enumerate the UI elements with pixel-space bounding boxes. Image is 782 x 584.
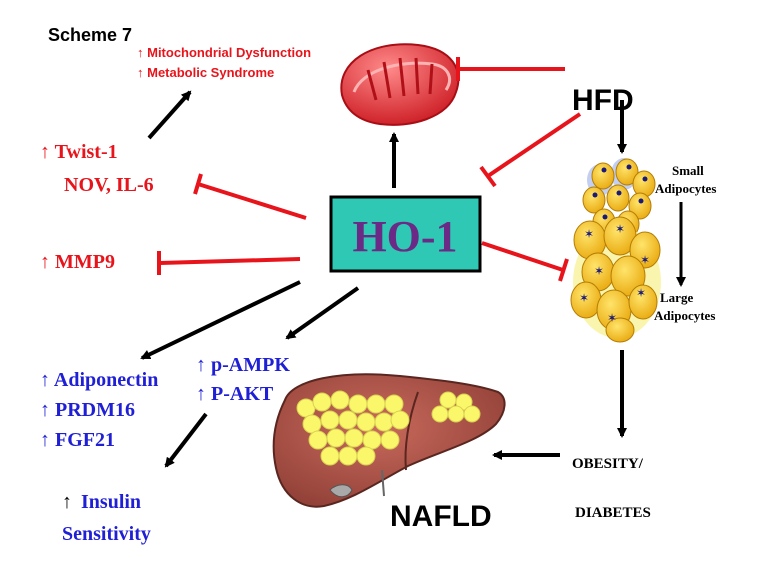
nov-il6-label: NOV, IL-6: [64, 174, 154, 196]
twist1-label: ↑ Twist-1: [40, 141, 118, 163]
ho1-mmp9-inhibit-line: [159, 257, 301, 265]
svg-text:✶: ✶: [640, 253, 650, 267]
svg-text:✶: ✶: [584, 227, 594, 241]
ho1-adipocyte-inhibit-line: [481, 241, 564, 272]
ho1-inhibit-bar: [479, 165, 497, 188]
hfd-label: HFD: [572, 84, 634, 117]
svg-text:✶: ✶: [594, 264, 604, 278]
scheme-title: Scheme 7: [48, 25, 132, 45]
metabolic-syndrome-label: ↑ Metabolic Syndrome: [137, 65, 274, 80]
obesity-label: OBESITY/: [572, 456, 644, 472]
small-label: Small: [672, 163, 704, 178]
adipocyte-inhibit-bar: [558, 258, 569, 282]
mmp9-label: ↑ MMP9: [40, 251, 115, 273]
fgf21-label: ↑ FGF21: [40, 429, 115, 451]
pakt-label: ↑ P-AKT: [196, 383, 274, 405]
large-label: Large: [660, 290, 693, 305]
large-adipocytes-label: Adipocytes: [654, 308, 715, 323]
nov-inhibit-bar: [193, 173, 203, 195]
insulin-arrow-label: ↑: [62, 491, 72, 513]
small-adipocytes-label: Adipocytes: [655, 181, 716, 196]
svg-text:✶: ✶: [615, 222, 625, 236]
twist-to-dysfunction-arrow: [147, 90, 192, 140]
svg-text:✶: ✶: [579, 291, 589, 305]
mitochondrial-dysfunction-label: ↑ Mitochondrial Dysfunction: [137, 45, 311, 60]
ho1-box: [329, 195, 482, 273]
nafld-label: NAFLD: [390, 500, 492, 533]
large-adipocytes-cluster: ✶ ✶ ✶ ✶ ✶ ✶ ✶: [570, 216, 661, 343]
adiponectin-label: ↑ Adiponectin: [40, 369, 158, 391]
pakt-to-insulin-arrow: [164, 412, 208, 468]
prdm16-label: ↑ PRDM16: [40, 399, 135, 421]
svg-text:✶: ✶: [607, 311, 617, 325]
ho1-nov-inhibit-line: [197, 182, 307, 220]
svg-text:✶: ✶: [636, 286, 646, 300]
small-adipocytes-cluster: [582, 158, 656, 238]
ho1-to-adiponectin-arrow: [140, 280, 301, 360]
pampk-label: ↑ p-AMPK: [196, 354, 290, 376]
fatty-liver-icon: [272, 373, 506, 508]
hfd-ho1-inhibit-line: [486, 112, 582, 178]
diabetes-label: DIABETES: [575, 505, 651, 521]
insulin-label: Insulin: [81, 491, 141, 513]
sensitivity-label: Sensitivity: [62, 523, 151, 545]
mitochondrion-icon: [340, 43, 460, 126]
ho1-label: HO-1: [352, 212, 457, 261]
ho1-to-pampk-arrow: [285, 286, 360, 340]
